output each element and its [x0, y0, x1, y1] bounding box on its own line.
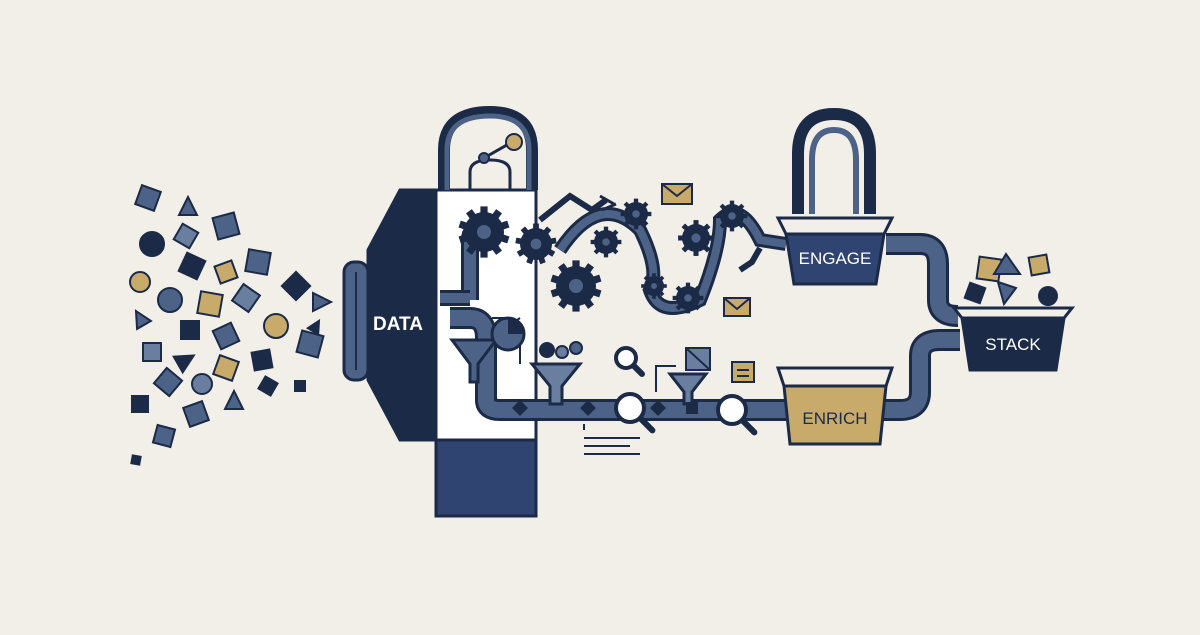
- data-label: DATA: [373, 314, 423, 335]
- data-fragment: [211, 321, 241, 351]
- data-fragment: [139, 231, 165, 257]
- data-fragment: [211, 211, 241, 241]
- intake-disc-icon: [342, 260, 370, 382]
- data-fragment: [177, 194, 199, 216]
- enrich-bin: [775, 366, 895, 446]
- gear-icon: [550, 260, 602, 312]
- data-fragment: [177, 251, 207, 281]
- data-fragment: [142, 342, 162, 362]
- data-fragment: [312, 291, 334, 313]
- data-fragment: [129, 271, 151, 293]
- envelope-icon-top: [661, 183, 693, 205]
- magnifier-icons: [614, 346, 758, 436]
- data-fragment: [244, 248, 272, 276]
- gear-icon: [678, 220, 714, 256]
- data-fragment: [131, 395, 149, 413]
- magnifier-icon: [716, 394, 758, 436]
- stack-label: STACK: [985, 335, 1041, 354]
- data-fragment: [180, 320, 200, 340]
- data-fragment: [172, 222, 200, 250]
- data-fragment: [181, 399, 211, 429]
- data-fragment: [305, 318, 321, 336]
- gear-icon: [716, 200, 748, 232]
- data-fragment: [134, 309, 153, 331]
- enrich-label: ENRICH: [802, 409, 867, 428]
- gear-icon: [515, 223, 557, 265]
- data-fragment: [172, 354, 196, 375]
- engage-label: ENGAGE: [799, 249, 872, 268]
- data-fragment: [280, 270, 312, 302]
- filter-funnels-icon: [449, 316, 755, 455]
- engage-bin: [775, 107, 895, 286]
- data-fragment: [151, 423, 177, 449]
- data-fragment: [294, 380, 306, 392]
- gear-icon: [641, 273, 667, 299]
- data-fragment: [191, 373, 213, 395]
- data-fragment: [250, 348, 274, 372]
- data-fragment: [211, 353, 241, 383]
- gear-icon: [620, 198, 652, 230]
- data-fragment: [295, 329, 325, 359]
- data-fragment: [133, 183, 163, 213]
- magnifier-icon: [614, 346, 645, 377]
- data-fragments-icon: [129, 183, 334, 466]
- data-fragment: [157, 287, 183, 313]
- data-fragment: [196, 290, 224, 318]
- gear-cluster-icon: [458, 198, 748, 314]
- stack-bin: [950, 252, 1076, 372]
- gear-icon: [458, 206, 510, 258]
- pipe-network: [440, 219, 960, 421]
- envelope-icon-bottom: [723, 297, 751, 317]
- gear-icon: [590, 226, 622, 258]
- data-fragment: [213, 259, 239, 285]
- gear-icon: [672, 282, 704, 314]
- data-fragment: [230, 282, 262, 314]
- data-machine: [366, 188, 538, 518]
- data-fragment: [223, 388, 245, 410]
- data-fragment: [152, 366, 184, 398]
- data-fragment: [257, 375, 279, 397]
- data-fragment: [263, 313, 289, 339]
- magnifier-icon: [614, 392, 656, 434]
- lock-shackle-icon: [438, 105, 538, 190]
- data-fragment: [130, 454, 142, 466]
